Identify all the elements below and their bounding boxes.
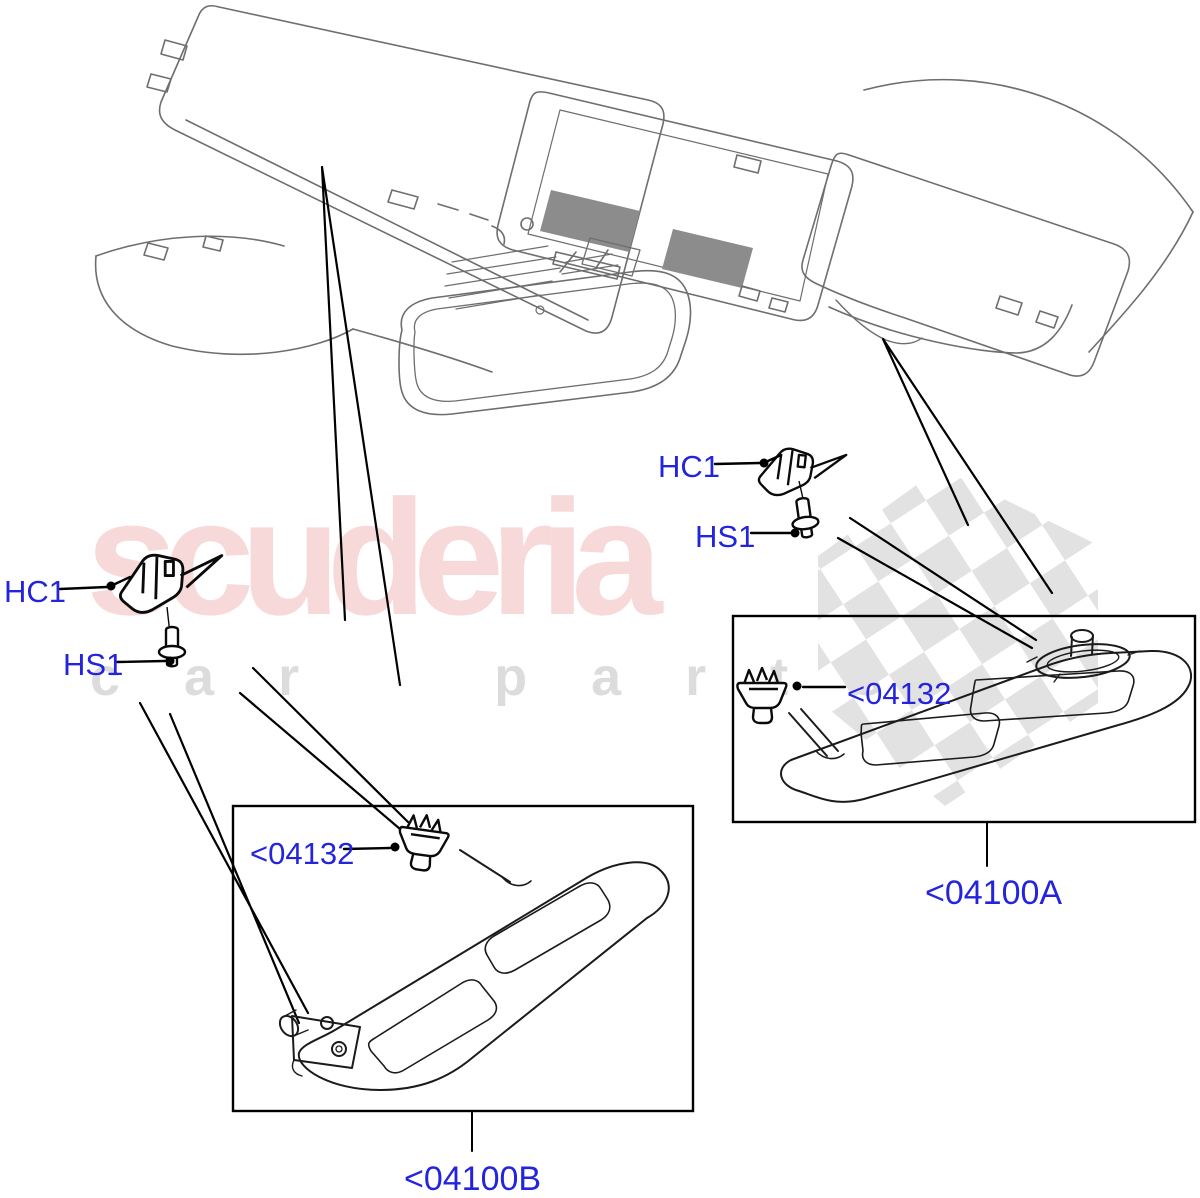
callout-grommet-b[interactable]: <04132 <box>250 836 355 871</box>
left-visor-art <box>146 4 665 334</box>
headliner-edges-art <box>94 78 1194 373</box>
headliner-overview-art <box>94 4 1194 416</box>
part-b-box <box>231 804 695 1113</box>
visor-a-art <box>780 629 1193 803</box>
callout-leaders <box>58 453 988 1152</box>
callout-hc1-left[interactable]: HC1 <box>4 574 67 609</box>
callout-hc1-right[interactable]: HC1 <box>658 449 721 484</box>
callout-part-a[interactable]: <04100A <box>925 874 1063 912</box>
callout-part-b[interactable]: <04100B <box>404 1160 542 1198</box>
callout-hs1-left[interactable]: HS1 <box>63 647 124 682</box>
right-visor-art <box>801 152 1131 377</box>
grommet-a-icon <box>736 666 788 725</box>
watermark-brand: scuderia <box>86 466 663 649</box>
left-clip-icon <box>118 553 224 614</box>
callout-grommet-a[interactable]: <04132 <box>847 676 952 711</box>
checkered-flag-icon <box>818 468 1098 806</box>
grommet-b-icon <box>393 810 453 875</box>
rearview-mirror-art <box>398 237 692 416</box>
overhead-console-art <box>496 90 854 322</box>
callout-hs1-right[interactable]: HS1 <box>695 519 756 554</box>
part-a-box <box>731 614 1197 824</box>
visor-b-art <box>278 849 670 1091</box>
